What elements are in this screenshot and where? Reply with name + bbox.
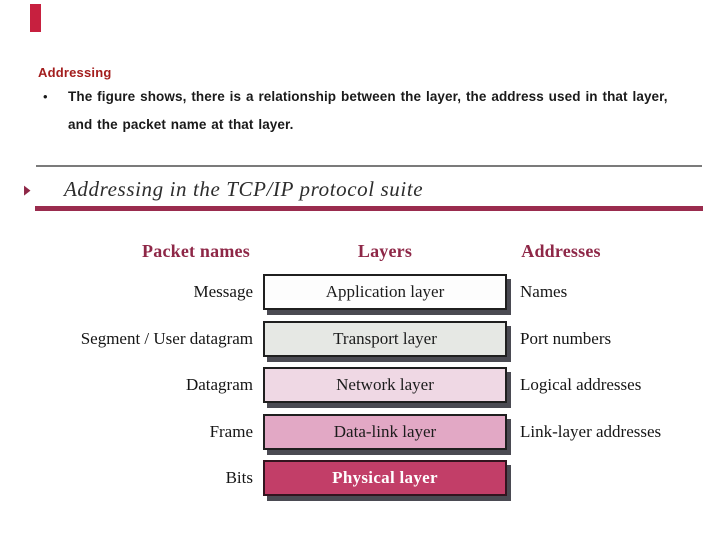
- address-label: Names: [520, 282, 568, 301]
- table-row: Message Application layer Names: [0, 274, 720, 310]
- column-header-packet-names: Packet names: [142, 241, 250, 261]
- address-label: Port numbers: [520, 329, 612, 348]
- red-bookmark-accent: [30, 4, 41, 32]
- bullet-text-line-1: The figure shows, there is a relationshi…: [68, 89, 668, 104]
- figure-title: Addressing in the TCP/IP protocol suite: [64, 177, 424, 201]
- table-row: Bits Physical layer: [0, 460, 720, 496]
- packet-name-label: Segment / User datagram: [80, 329, 253, 348]
- slide-heading: Addressing: [38, 65, 112, 80]
- bullet-icon: •: [43, 89, 48, 104]
- table-row: Frame Data-link layer Link-layer address…: [0, 414, 720, 450]
- column-header-layers: Layers: [357, 241, 413, 261]
- column-header-addresses: Addresses: [521, 241, 601, 261]
- packet-name-label: Datagram: [185, 375, 253, 394]
- packet-name-label: Message: [193, 282, 253, 301]
- bullet-text-line-2: and the packet name at that layer.: [68, 117, 294, 132]
- packet-name-label: Frame: [209, 422, 253, 441]
- layer-box-network: Network layer: [263, 367, 507, 403]
- layer-box-datalink: Data-link layer: [263, 414, 507, 450]
- layer-box-physical: Physical layer: [263, 460, 507, 496]
- divider-line: [36, 165, 702, 167]
- address-label: Link-layer addresses: [520, 422, 662, 441]
- layer-box-transport: Transport layer: [263, 321, 507, 357]
- table-row: Segment / User datagram Transport layer …: [0, 321, 720, 357]
- packet-name-label: Bits: [225, 468, 253, 487]
- address-label: Logical addresses: [520, 375, 642, 394]
- layer-box-application: Application layer: [263, 274, 507, 310]
- table-row: Datagram Network layer Logical addresses: [0, 367, 720, 403]
- title-underline-rule: [35, 206, 703, 211]
- red-arrow-icon: ▶: [24, 182, 31, 197]
